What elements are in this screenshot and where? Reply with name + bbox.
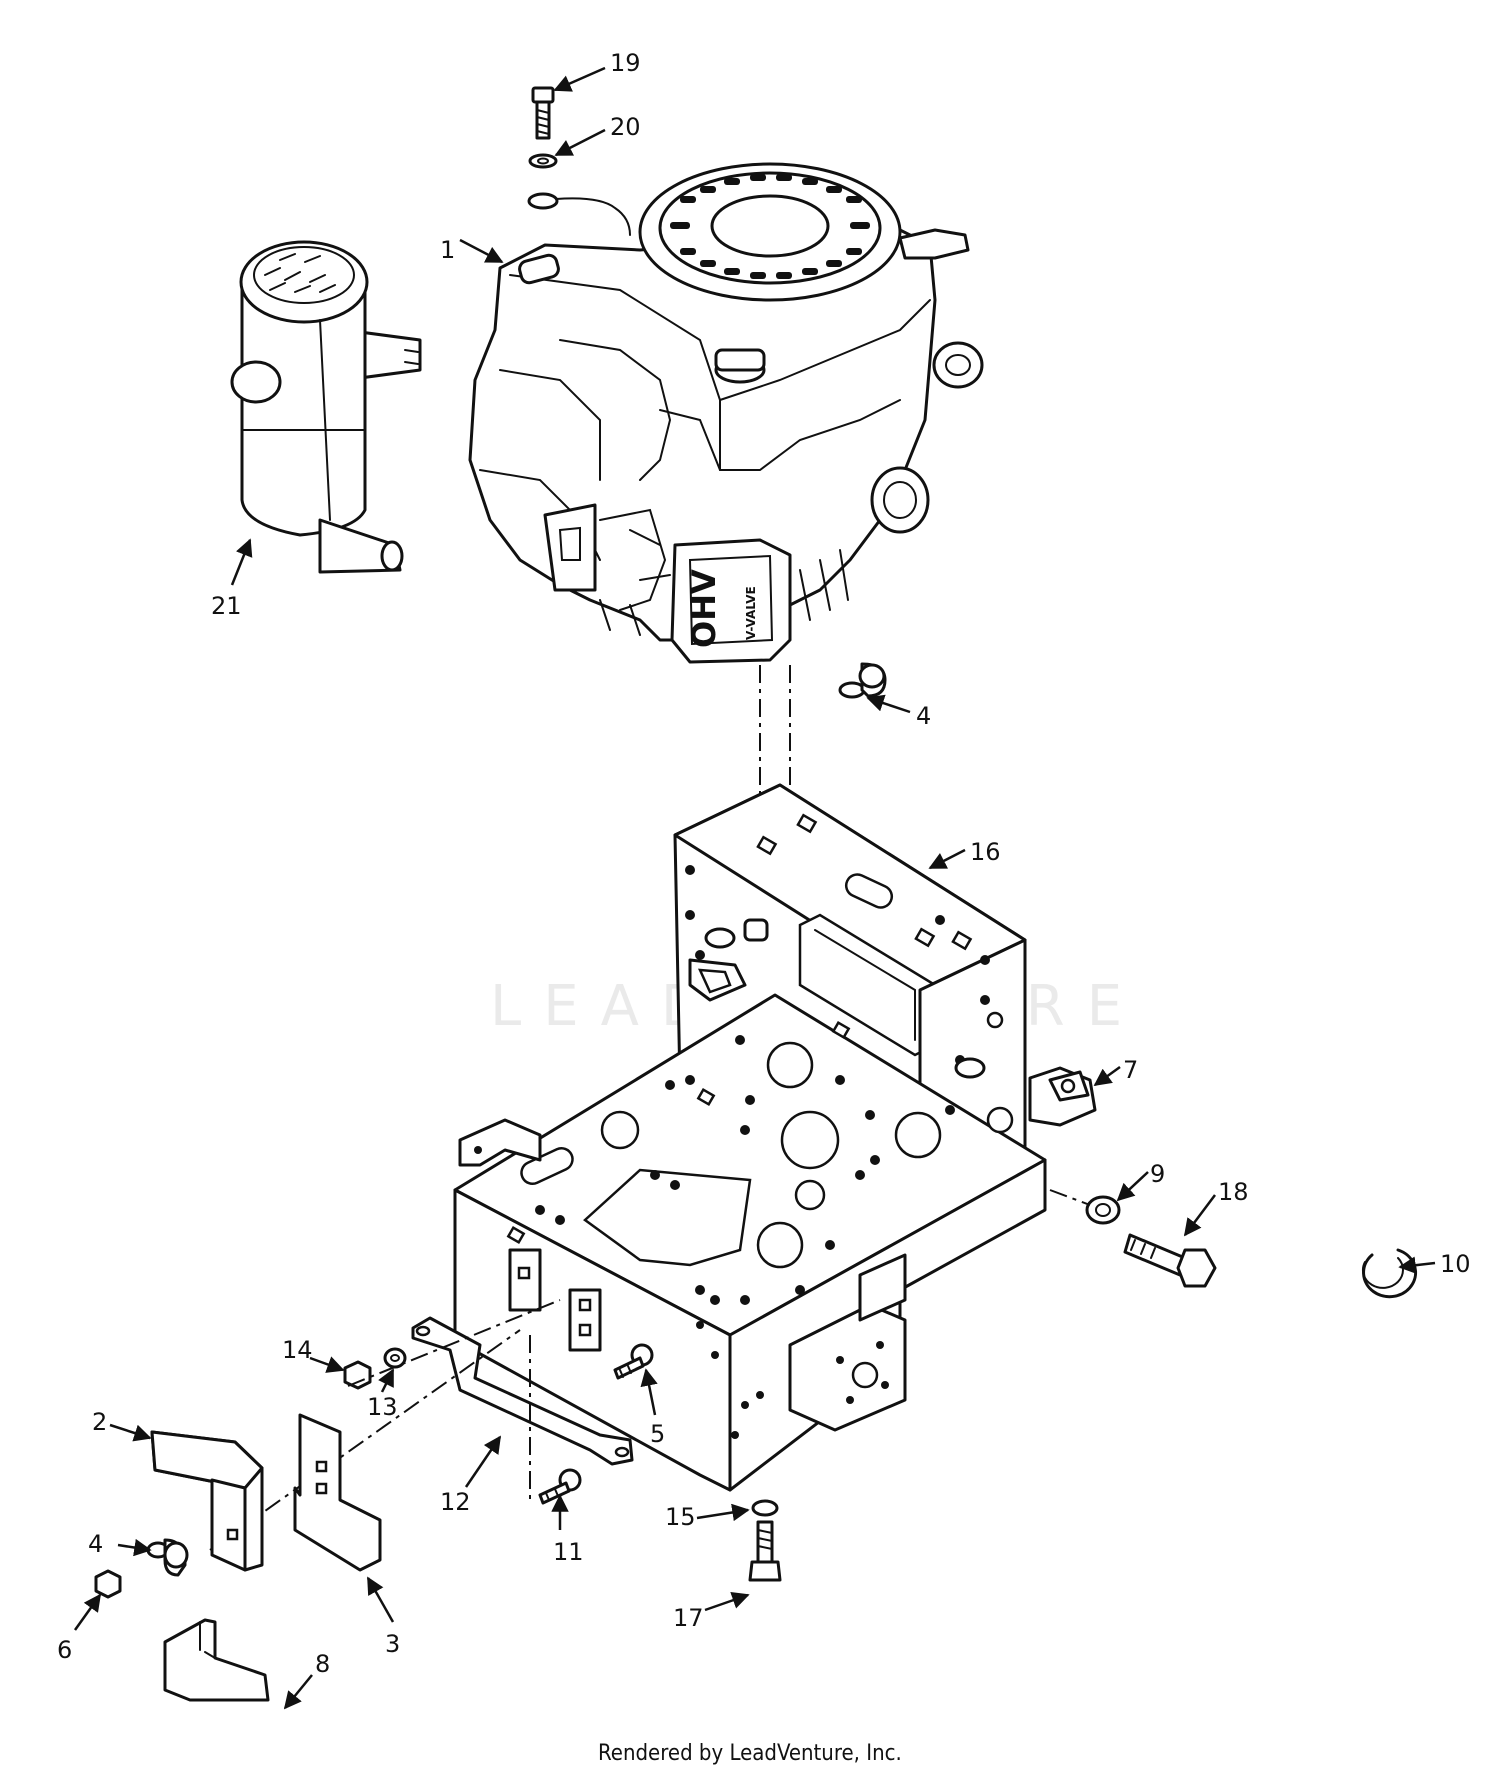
- callout-6: 6: [57, 1636, 72, 1664]
- footer-credit: Rendered by LeadVenture, Inc.: [598, 1741, 902, 1766]
- part-8-cover: [163, 1618, 270, 1702]
- alignment-line: [209, 1329, 521, 1551]
- callout-15: 15: [665, 1503, 696, 1531]
- part-5-carriage-bolt: [613, 1343, 654, 1380]
- callout-21: 21: [211, 592, 242, 620]
- part-15-washer: [751, 1499, 779, 1517]
- callout-11: 11: [553, 1538, 584, 1566]
- alignment-line: [1049, 1189, 1091, 1206]
- callout-16: 16: [970, 838, 1001, 866]
- part-1-engine: OHV V-VALVE: [468, 162, 984, 664]
- part-11-carriage-bolt: [538, 1468, 582, 1505]
- callout-14: 14: [282, 1336, 313, 1364]
- engine-label-ohv: OHV: [685, 569, 723, 648]
- callout-3: 3: [385, 1630, 400, 1658]
- part-4-clamp-lower: [146, 1538, 189, 1577]
- callout-8: 8: [315, 1650, 330, 1678]
- callout-19: 19: [610, 49, 641, 77]
- part-4-clamp-upper: [838, 662, 887, 699]
- part-6-nut: [94, 1569, 122, 1599]
- part-10-retaining-ring: [1362, 1248, 1418, 1299]
- callout-12: 12: [440, 1488, 471, 1516]
- callout-10: 10: [1440, 1250, 1471, 1278]
- part-21-muffler: [230, 240, 422, 574]
- part-9-flange-nut: [1085, 1195, 1121, 1225]
- blower-screen-slots: [670, 174, 870, 279]
- part-17-bolt: [748, 1520, 782, 1582]
- callout-13: 13: [367, 1393, 398, 1421]
- callout-2: 2: [92, 1408, 107, 1436]
- callout-4-lower: 4: [88, 1530, 103, 1558]
- callout-5: 5: [650, 1420, 665, 1448]
- part-18-hex-bolt: [1123, 1233, 1217, 1288]
- callout-9: 9: [1150, 1160, 1165, 1188]
- callout-17: 17: [673, 1604, 704, 1632]
- callout-18: 18: [1218, 1178, 1249, 1206]
- ground-wire: [527, 192, 631, 236]
- callout-leaders: [73, 66, 1436, 1710]
- callout-labels: 19 20 1 21 4 16 7 9 18 10 14 13 5 2 12 4…: [57, 49, 1471, 1678]
- callout-4-upper: 4: [916, 702, 931, 730]
- part-19-bolt: [531, 86, 555, 140]
- part-16-frame: [453, 783, 1047, 1492]
- part-14-nut: [343, 1360, 372, 1390]
- callout-20: 20: [610, 113, 641, 141]
- part-20-lock-washer: [528, 153, 558, 169]
- part-12-cross-bracket: [411, 1316, 634, 1466]
- part-7-hinge-bracket: [1028, 1066, 1097, 1127]
- callout-1: 1: [440, 236, 455, 264]
- engine-label-v-valve: V-VALVE: [744, 586, 758, 640]
- part-2-bracket-cover: [150, 1430, 264, 1572]
- callout-7: 7: [1123, 1056, 1138, 1084]
- part-3-mounting-plate: [293, 1413, 382, 1572]
